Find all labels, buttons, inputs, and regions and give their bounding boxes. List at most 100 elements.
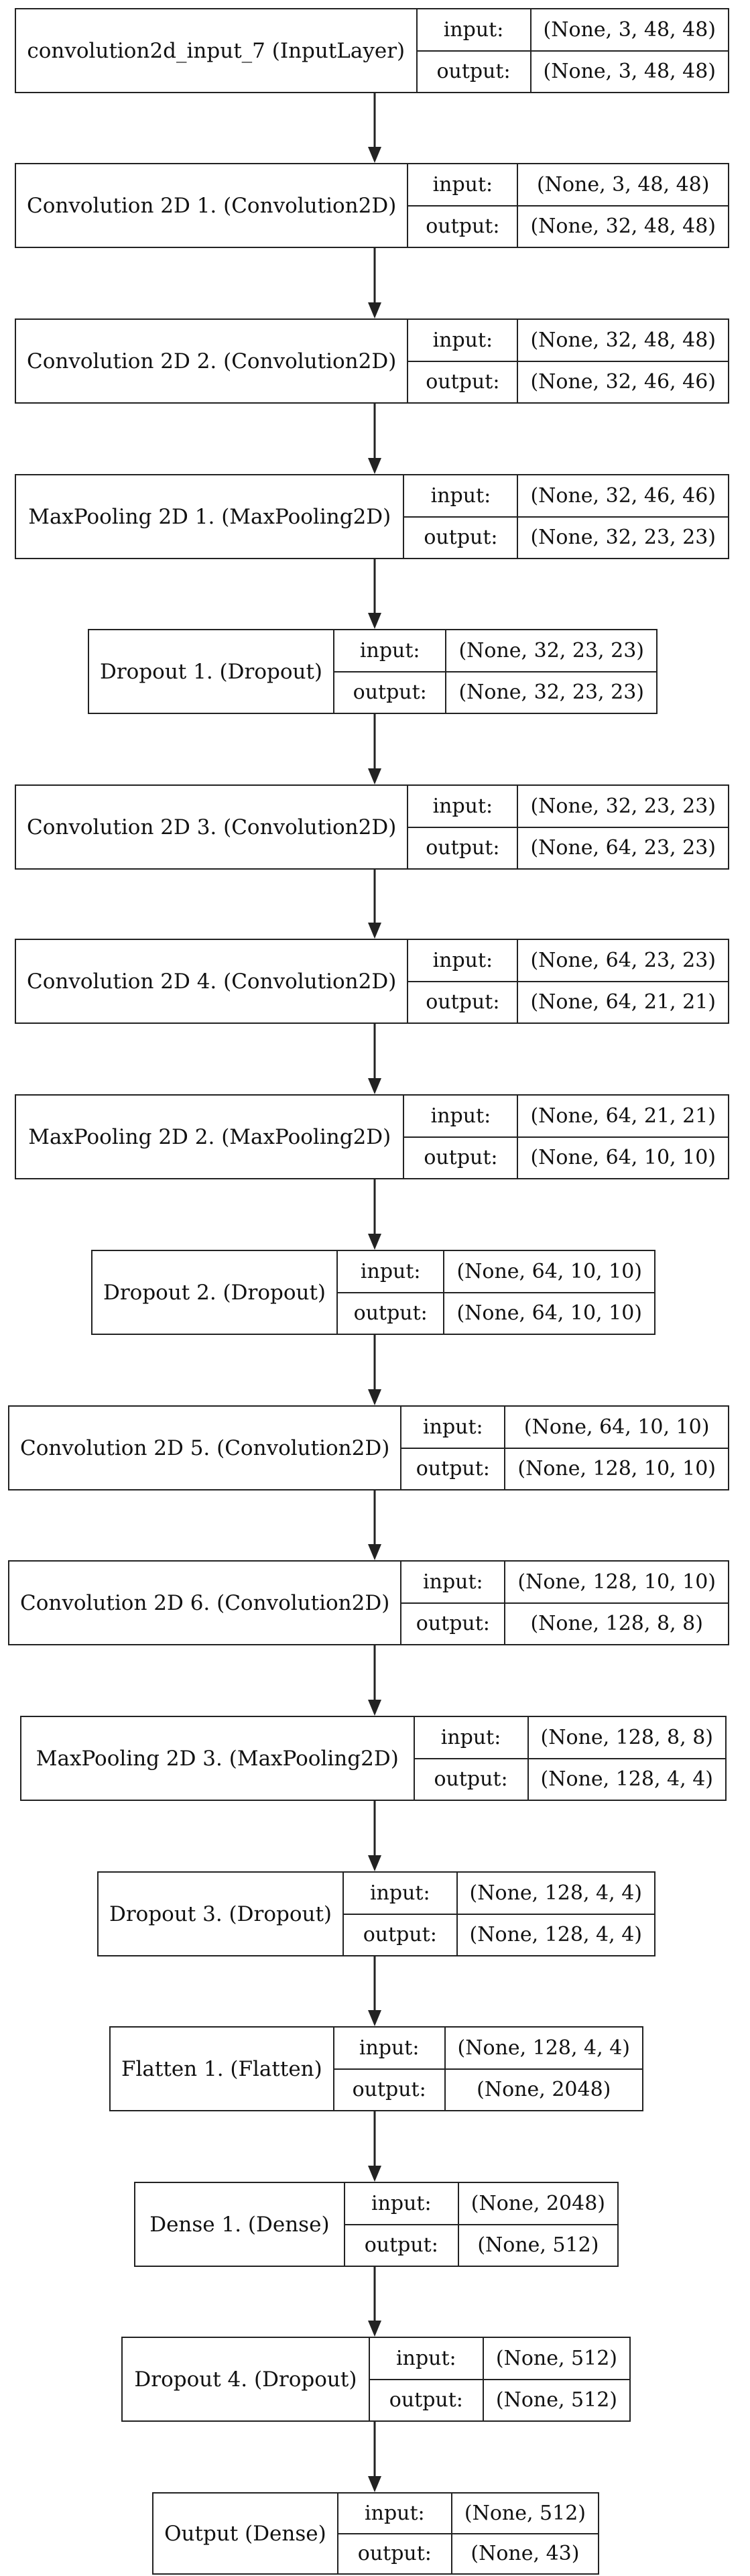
io-labels: input:output: [345,2183,459,2266]
output-shape: (None, 64, 10, 10) [456,1301,642,1326]
layer-name: Convolution 2D 3. (Convolution2D) [16,786,409,868]
input-shape: (None, 32, 48, 48) [518,320,728,362]
output-shape: (None, 64, 10, 10) [530,1146,716,1170]
layer-name: Convolution 2D 6. (Convolution2D) [9,1562,402,1644]
layer-name: Convolution 2D 2. (Convolution2D) [16,320,409,402]
layer-name: Dropout 4. (Dropout) [123,2338,370,2420]
output-shape: (None, 32, 23, 23) [458,681,644,705]
io-values: (None, 64, 10, 10)(None, 128, 10, 10) [505,1407,728,1489]
input-label: input: [404,475,517,518]
layer-name: Dropout 1. (Dropout) [89,630,335,713]
layer-box: MaxPooling 2D 1. (MaxPooling2D)input:out… [15,474,729,559]
layer-box: Dropout 3. (Dropout)input:output:(None, … [97,1871,655,1956]
output-shape: (None, 512) [495,2388,617,2412]
input-label: input: [414,1717,527,1759]
output-label: output: [389,2388,463,2412]
output-shape: (None, 128, 4, 4) [469,1923,642,1947]
output-label: output: [364,2233,438,2258]
io-labels: input: output: [369,2338,484,2420]
output-shape: (None, 3, 48, 48) [543,60,716,84]
io-labels: input:output: [408,786,519,868]
io-values: (None, 128, 4, 4) (None, 128, 4, 4) [457,1873,654,1955]
input-shape: (None, 64, 23, 23) [518,940,728,982]
layer-box: MaxPooling 2D 3. (MaxPooling2D)input:out… [20,1716,727,1801]
output-label: output: [416,1457,490,1481]
output-label: output: [357,2542,432,2566]
output-shape: (None, 64, 21, 21) [530,990,716,1014]
layer-name: Flatten 1. (Flatten) [111,2028,334,2110]
layer-name: Output (Dense) [153,2494,338,2573]
output-label: output: [416,1612,490,1636]
connector-arrow [365,1024,384,1094]
output-shape: (None, 64, 23, 23) [530,836,716,860]
input-shape: (None, 3, 48, 48) [518,164,728,207]
io-labels: input: output: [338,2494,452,2573]
layer-name: MaxPooling 2D 1. (MaxPooling2D) [16,475,405,558]
connector-arrow [365,1179,384,1250]
input-shape: (None, 128, 4, 4) [457,1873,654,1915]
input-shape: (None, 32, 23, 23) [446,630,656,672]
layer-box: Convolution 2D 4. (Convolution2D)input:o… [15,939,729,1024]
input-label: input: [334,630,446,672]
layer-box: convolution2d_input_7 (InputLayer)input:… [15,8,729,93]
input-label: input: [404,1096,517,1138]
layer-name: Convolution 2D 5. (Convolution2D) [9,1407,402,1489]
layer-box: MaxPooling 2D 2. (MaxPooling2D)input: out… [15,1094,729,1179]
output-shape: (None, 32, 46, 46) [530,370,716,394]
io-values: (None, 64, 10, 10) (None, 64, 10, 10) [444,1251,654,1334]
input-shape: (None, 32, 46, 46) [518,475,728,518]
io-values: (None, 128, 8, 8) (None, 128, 4, 4) [528,1717,725,1800]
output-label: output: [426,215,500,239]
input-label: input: [344,1873,456,1915]
input-label: input: [401,1562,505,1604]
input-label: input: [408,320,517,362]
connector-arrow [365,1956,384,2026]
connector-arrow [365,1490,384,1560]
layer-name: Convolution 2D 1. (Convolution2D) [16,164,409,247]
layer-box: Convolution 2D 5. (Convolution2D)input:o… [8,1405,729,1490]
connector-arrow [365,404,384,474]
connector-arrow [365,1645,384,1716]
layer-box: Convolution 2D 1. (Convolution2D)input: o… [15,163,729,248]
io-values: (None, 32, 23, 23) (None, 32, 23, 23) [446,630,656,713]
io-values: (None, 128, 10, 10)(None, 128, 8, 8) [505,1562,728,1644]
input-shape: (None, 128, 8, 8) [528,1717,725,1759]
io-labels: input: output: [344,1873,458,1955]
layer-name: MaxPooling 2D 2. (MaxPooling2D) [16,1096,405,1178]
output-label: output: [352,2078,426,2102]
input-shape: (None, 128, 4, 4) [445,2028,642,2070]
connector-arrow [365,1801,384,1871]
connector-arrow [365,2267,384,2337]
layer-box: Output (Dense)input: output: (None, 512)(N… [152,2492,599,2575]
io-labels: input:output: [404,475,519,558]
output-shape: (None, 512) [477,2233,599,2258]
layer-box: Flatten 1. (Flatten)input:output:(None, … [109,2026,643,2111]
output-shape: (None, 128, 4, 4) [540,1767,713,1792]
output-shape: (None, 32, 48, 48) [530,215,716,239]
layer-name: MaxPooling 2D 3. (MaxPooling2D) [21,1717,415,1800]
io-labels: input:output: [334,2028,446,2110]
connector-arrow [365,714,384,784]
input-label: input: [408,940,517,982]
output-label: output: [426,370,500,394]
output-label: output: [424,1146,498,1170]
connector-arrow [365,1335,384,1405]
io-values: (None, 512)(None, 43) [452,2494,598,2573]
layer-name: Dense 1. (Dense) [135,2183,345,2266]
io-values: (None, 2048) (None, 512) [458,2183,617,2266]
input-shape: (None, 2048) [458,2183,617,2225]
output-shape: (None, 128, 10, 10) [517,1457,716,1481]
output-shape: (None, 2048) [477,2078,611,2102]
layer-box: Dropout 2. (Dropout)input:output:(None, … [91,1250,655,1335]
output-label: output: [353,1301,428,1326]
io-labels: input:output: [417,9,532,92]
connector-arrow [365,93,384,163]
connector-arrow [365,2111,384,2182]
input-label: input: [338,2494,451,2534]
input-label: input: [369,2338,483,2380]
output-label: output: [363,1923,437,1947]
input-label: input: [408,164,517,207]
input-shape: (None, 64, 10, 10) [444,1251,654,1293]
layer-name: Dropout 2. (Dropout) [92,1251,338,1334]
io-values: (None, 64, 23, 23) (None, 64, 21, 21) [518,940,728,1022]
